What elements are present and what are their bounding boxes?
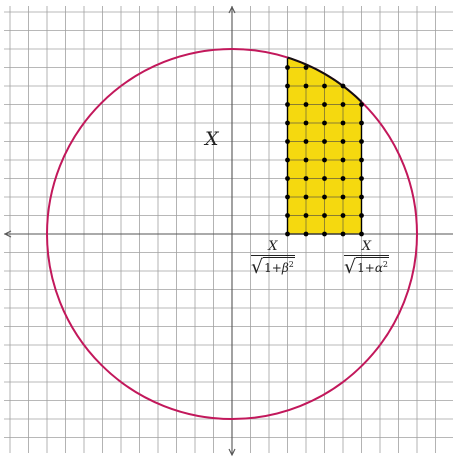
lattice-point (285, 213, 290, 218)
lattice-point (285, 65, 290, 70)
lattice-point (359, 176, 364, 181)
lattice-point (359, 120, 364, 126)
lattice-point (285, 157, 290, 163)
fraction-beta-label: X √ 1+β2 (251, 239, 295, 278)
lattice-point (359, 157, 364, 163)
circle-outline (46, 48, 418, 420)
lattice-point (340, 176, 346, 181)
lattice-point (359, 102, 364, 107)
fraction-alpha-bar (344, 255, 390, 256)
lattice-point (340, 213, 346, 218)
lattice-point (340, 157, 346, 163)
lattice-point (322, 157, 327, 163)
lattice-point (285, 176, 290, 181)
lattice-point (322, 120, 327, 126)
lattice-point (285, 194, 290, 200)
fraction-beta-radicand: 1+β2 (263, 257, 295, 275)
lattice-point (285, 231, 290, 237)
fraction-alpha-denominator: √ 1+α2 (344, 256, 390, 278)
sqrt-sign-icon: √ (344, 256, 357, 278)
lattice-point (303, 120, 309, 126)
lattice-point (359, 213, 364, 218)
lattice-point (303, 157, 309, 163)
lattice-point (303, 231, 309, 237)
lattice-point (303, 176, 309, 181)
lattice-point (340, 139, 346, 144)
coordinate-axes (3, 5, 453, 457)
grid-lines (4, 6, 453, 453)
lattice-point (340, 102, 346, 107)
lattice-point (285, 139, 290, 144)
lattice-point (303, 213, 309, 218)
lattice-point (303, 139, 309, 144)
lattice-point (340, 120, 346, 126)
lattice-point (322, 231, 327, 237)
fraction-beta-denominator: √ 1+β2 (251, 256, 295, 278)
fraction-alpha-numerator: X (361, 239, 372, 254)
lattice-point (340, 194, 346, 200)
lattice-point (322, 83, 327, 89)
fraction-beta-numerator: X (268, 239, 278, 254)
region-arc (287, 56, 363, 103)
lattice-point (285, 102, 290, 107)
lattice-point (340, 83, 346, 89)
lattice-point (322, 102, 327, 107)
lattice-point (285, 120, 290, 126)
circle-layer (46, 48, 418, 420)
lattice-point (285, 83, 290, 89)
sqrt-sign-icon: √ (251, 256, 264, 278)
fraction-beta-bar (251, 255, 295, 256)
y-axis-arrow-icon (228, 5, 236, 14)
fraction-alpha-label: X √ 1+α2 (344, 239, 390, 278)
lattice-points (285, 65, 364, 237)
fraction-alpha-radicand: 1+α2 (356, 257, 390, 275)
y-axis-bottom-arrow-icon (228, 448, 236, 457)
lattice-point (359, 139, 364, 144)
lattice-point (303, 65, 309, 70)
lattice-point (322, 194, 327, 200)
lattice-point (303, 102, 309, 107)
lattice-point (359, 231, 364, 237)
radius-label: X (205, 128, 219, 150)
lattice-point (322, 139, 327, 144)
lattice-point (359, 194, 364, 200)
lattice-point (322, 213, 327, 218)
lattice-point (340, 231, 346, 237)
lattice-point (303, 83, 309, 89)
lattice-point (322, 176, 327, 181)
x-axis-arrow-icon (3, 230, 12, 238)
lattice-point (303, 194, 309, 200)
